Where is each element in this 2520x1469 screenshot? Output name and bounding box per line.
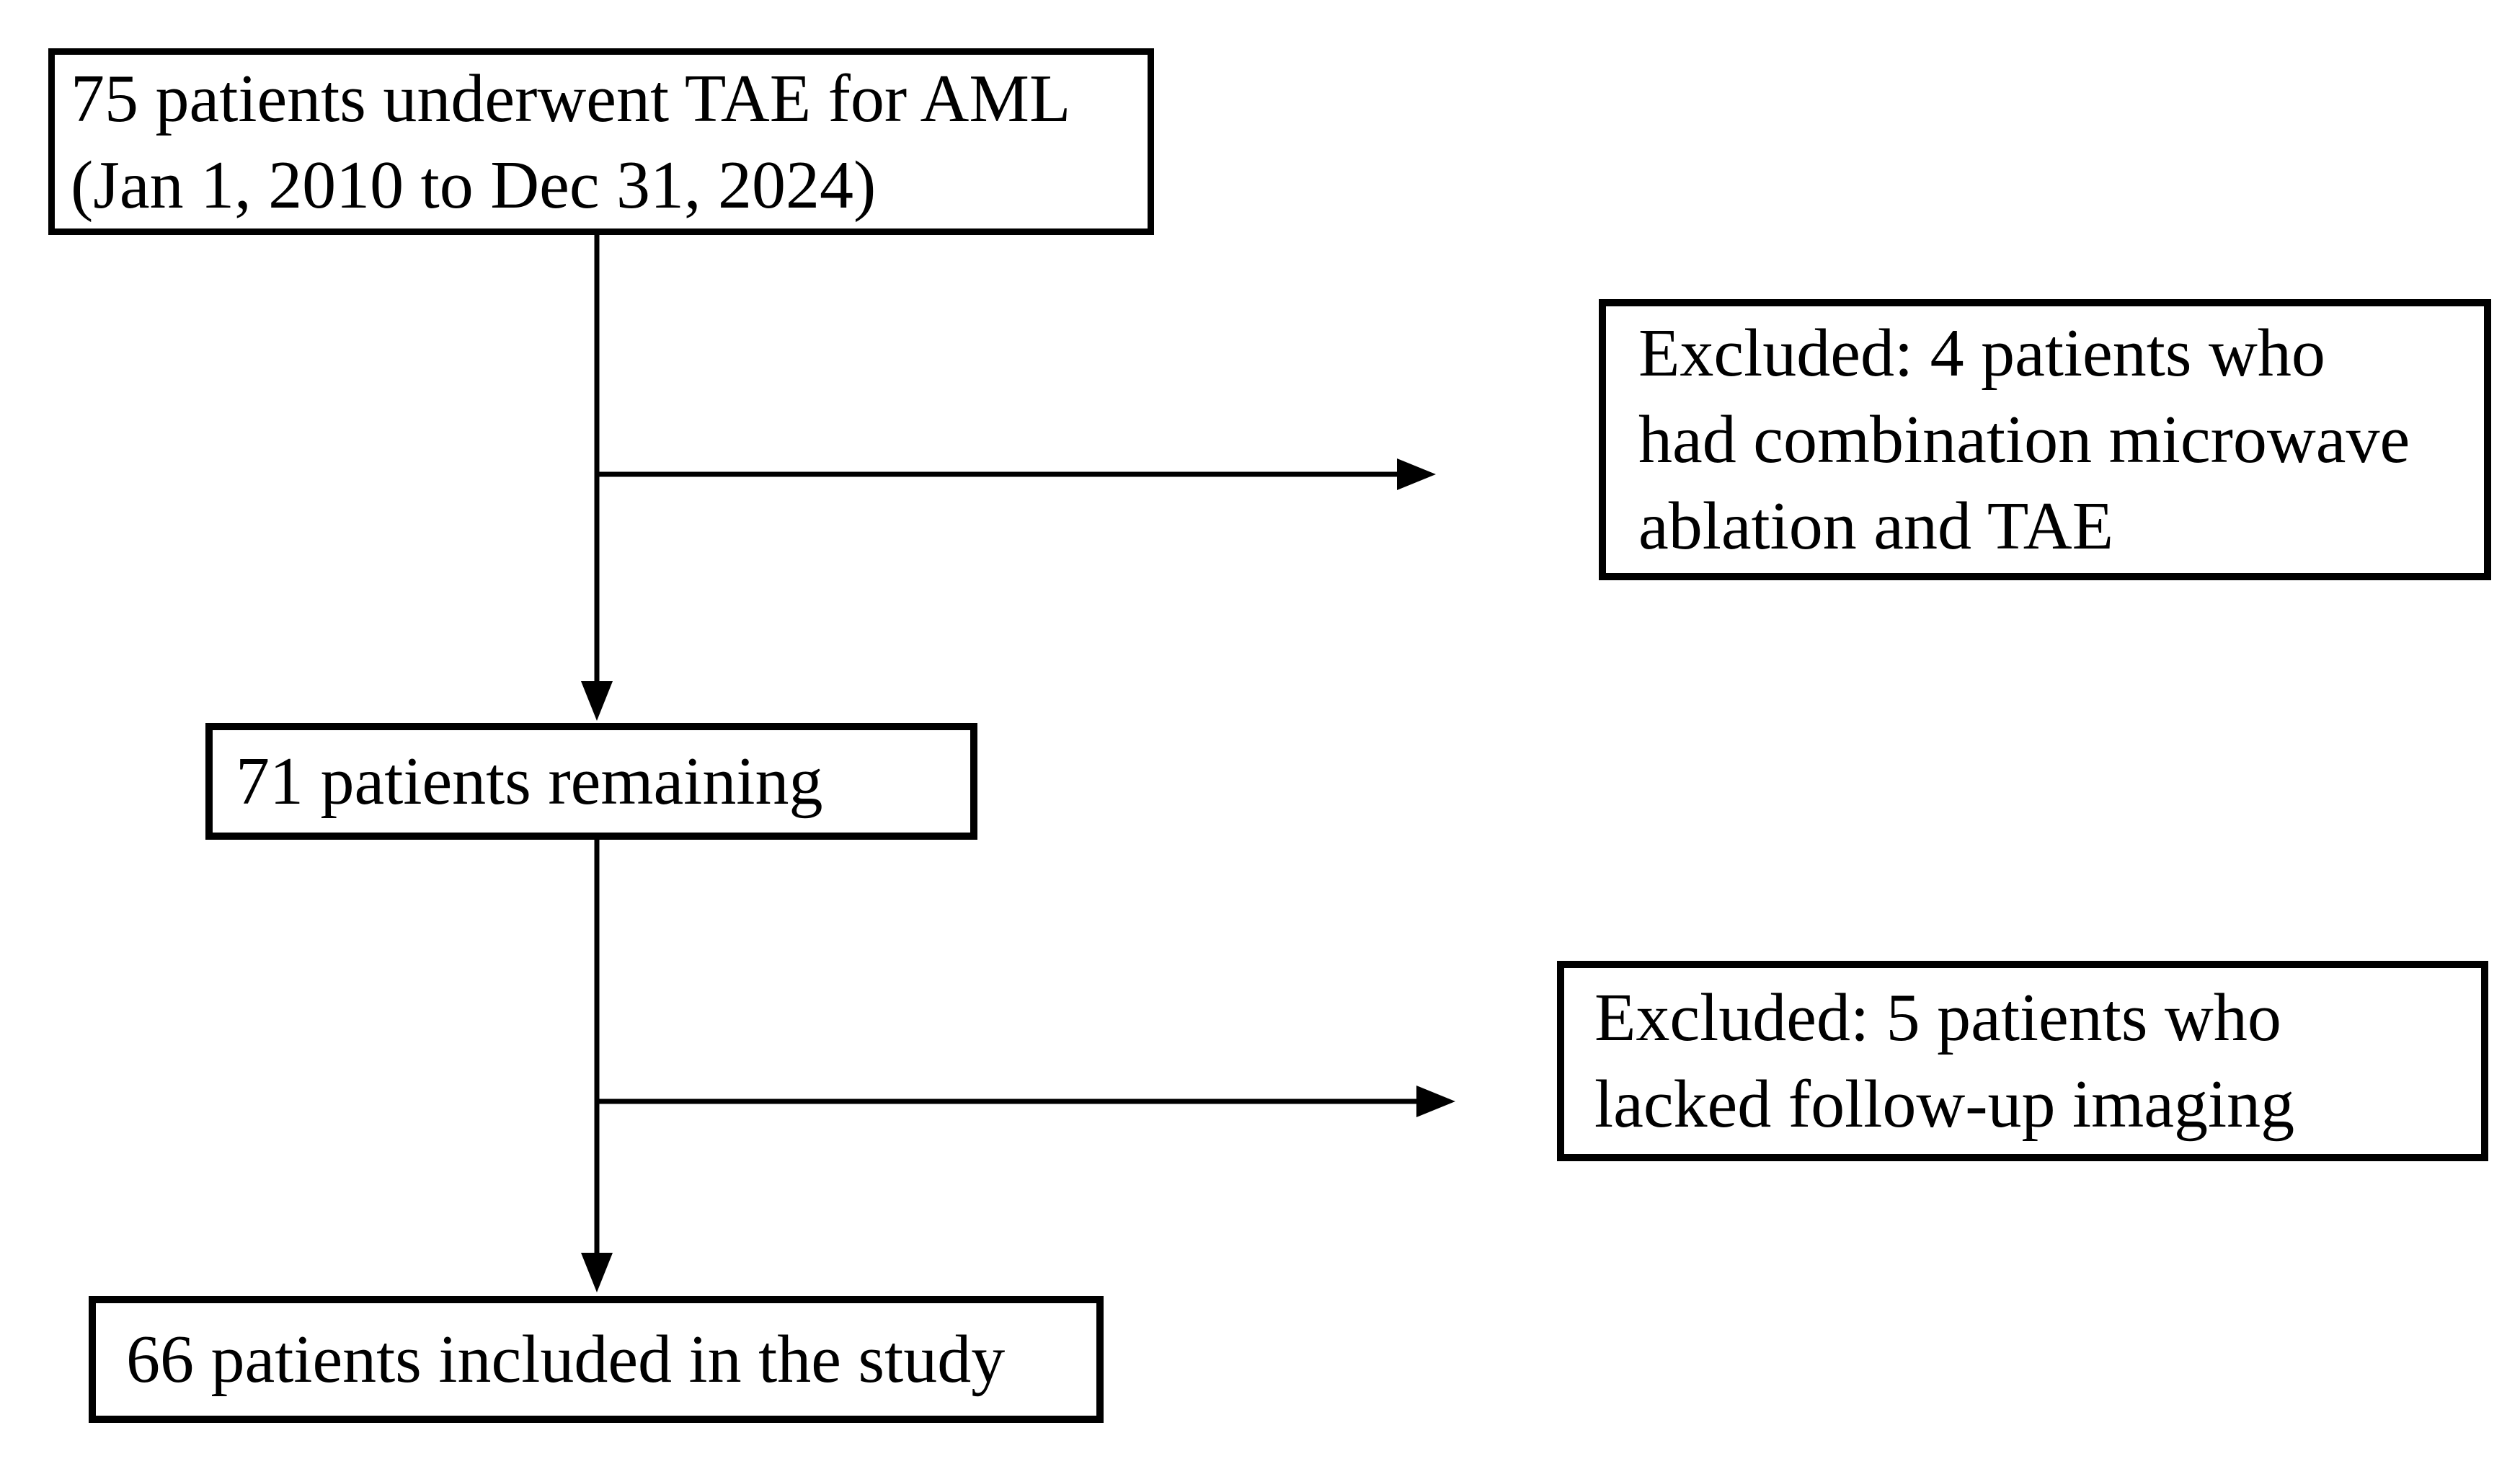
exclusion-box-2-line-1: Excluded: 5 patients who <box>1594 980 2281 1055</box>
exclusion-box-1-line-2: had combination microwave <box>1638 402 2410 477</box>
arrowhead-right-to-exclusion-2-icon <box>1416 1086 1455 1117</box>
exclusion-box-2: Excluded: 5 patients who lacked follow-u… <box>1557 961 2488 1161</box>
remaining-box: 71 patients remaining <box>205 723 977 840</box>
exclusion-box-1: Excluded: 4 patients who had combination… <box>1599 299 2491 580</box>
arrowhead-down-to-final-icon <box>581 1253 613 1292</box>
start-box-line-1: 75 patients underwent TAE for AML <box>71 61 1071 136</box>
exclusion-box-2-line-2: lacked follow-up imaging <box>1594 1067 2295 1142</box>
exclusion-box-1-line-3: ablation and TAE <box>1638 489 2114 564</box>
remaining-box-line-1: 71 patients remaining <box>236 744 823 819</box>
arrowhead-down-to-remaining-icon <box>581 681 613 721</box>
start-box: 75 patients underwent TAE for AML (Jan 1… <box>48 48 1154 235</box>
exclusion-box-1-line-1: Excluded: 4 patients who <box>1638 316 2325 391</box>
final-box-line-1: 66 patients included in the study <box>126 1322 1006 1397</box>
arrowhead-right-to-exclusion-1-icon <box>1397 458 1436 490</box>
start-box-line-2: (Jan 1, 2010 to Dec 31, 2024) <box>71 147 877 223</box>
final-box: 66 patients included in the study <box>89 1296 1104 1423</box>
